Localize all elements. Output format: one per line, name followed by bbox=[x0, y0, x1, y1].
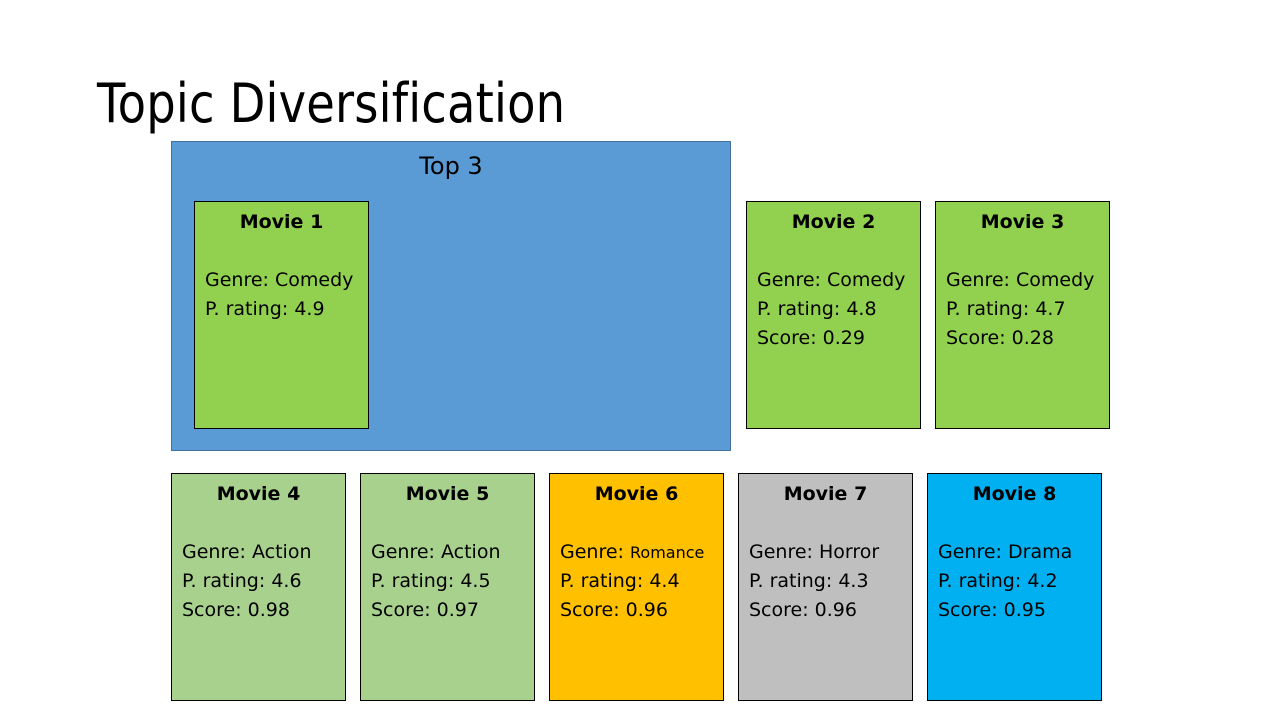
movie-card-2: Movie 2 Genre: Comedy P. rating: 4.8 Sco… bbox=[746, 201, 921, 429]
top3-label: Top 3 bbox=[419, 152, 483, 180]
movie-rating: P. rating: 4.4 bbox=[560, 570, 680, 592]
movie-card-4: Movie 4 Genre: Action P. rating: 4.6 Sco… bbox=[171, 473, 346, 701]
movie-card-5: Movie 5 Genre: Action P. rating: 4.5 Sco… bbox=[360, 473, 535, 701]
movie-score: Score: 0.29 bbox=[757, 327, 865, 349]
movie-card-8: Movie 8 Genre: Drama P. rating: 4.2 Scor… bbox=[927, 473, 1102, 701]
movie-name: Movie 7 bbox=[783, 483, 868, 505]
movie-score: Score: 0.96 bbox=[749, 599, 857, 621]
movie-rating: P. rating: 4.9 bbox=[205, 298, 325, 320]
slide-title: Topic Diversification bbox=[97, 72, 566, 135]
movie-rating: P. rating: 4.2 bbox=[938, 570, 1058, 592]
movie-genre: Genre: Drama bbox=[938, 541, 1073, 563]
movie-name: Movie 2 bbox=[791, 211, 876, 233]
movie-name: Movie 8 bbox=[972, 483, 1057, 505]
movie-genre: Genre: Action bbox=[371, 541, 501, 563]
movie-card-3: Movie 3 Genre: Comedy P. rating: 4.7 Sco… bbox=[935, 201, 1110, 429]
movie-card-1: Movie 1 Genre: Comedy P. rating: 4.9 bbox=[194, 201, 369, 429]
movie-rating: P. rating: 4.6 bbox=[182, 570, 302, 592]
movie-genre: Genre: Action bbox=[182, 541, 312, 563]
movie-score: Score: 0.28 bbox=[946, 327, 1054, 349]
movie-genre: Genre: Horror bbox=[749, 541, 880, 563]
movie-rating: P. rating: 4.7 bbox=[946, 298, 1066, 320]
movie-genre: Genre: Comedy bbox=[757, 269, 906, 291]
movie-name: Movie 3 bbox=[980, 211, 1065, 233]
movie-score: Score: 0.96 bbox=[560, 599, 668, 621]
movie-card-6: Movie 6 Genre: Romance P. rating: 4.4 Sc… bbox=[549, 473, 724, 701]
movie-genre: Genre: Comedy bbox=[946, 269, 1095, 291]
movie-genre: Genre: Comedy bbox=[205, 269, 354, 291]
movie-name: Movie 6 bbox=[594, 483, 679, 505]
movie-name: Movie 1 bbox=[239, 211, 324, 233]
movie-score: Score: 0.98 bbox=[182, 599, 290, 621]
movie-rating: P. rating: 4.5 bbox=[371, 570, 491, 592]
movie-genre: Genre: Romance bbox=[560, 541, 705, 563]
movie-rating: P. rating: 4.3 bbox=[749, 570, 869, 592]
movie-card-7: Movie 7 Genre: Horror P. rating: 4.3 Sco… bbox=[738, 473, 913, 701]
movie-rating: P. rating: 4.8 bbox=[757, 298, 877, 320]
movie-score: Score: 0.97 bbox=[371, 599, 479, 621]
movie-name: Movie 5 bbox=[405, 483, 490, 505]
movie-score: Score: 0.95 bbox=[938, 599, 1046, 621]
movie-name: Movie 4 bbox=[216, 483, 301, 505]
